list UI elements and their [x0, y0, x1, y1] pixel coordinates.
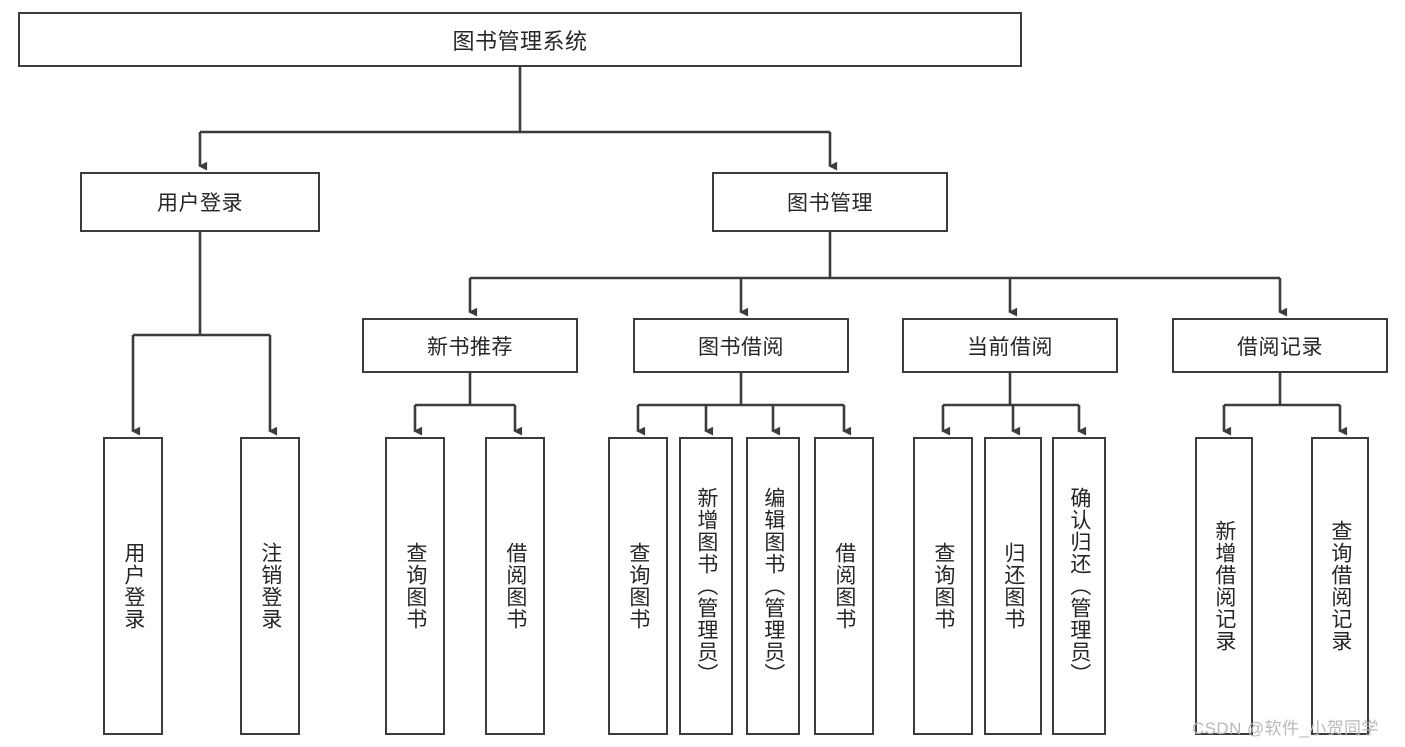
- node-leaf-confirm-return[interactable]: 确认归还（管理员）: [1052, 437, 1106, 735]
- node-leaf-add-book-label: 新增图书（管理员）: [694, 487, 718, 685]
- node-leaf-query-book-2[interactable]: 查询图书: [608, 437, 668, 735]
- node-leaf-return-book[interactable]: 归还图书: [984, 437, 1042, 735]
- node-leaf-user-login-label: 用户登录: [121, 542, 145, 630]
- node-leaf-query-book-3[interactable]: 查询图书: [913, 437, 973, 735]
- node-leaf-confirm-return-label: 确认归还（管理员）: [1067, 487, 1091, 685]
- node-leaf-add-record[interactable]: 新增借阅记录: [1195, 437, 1253, 735]
- node-leaf-query-book-1-label: 查询图书: [403, 542, 427, 630]
- node-current-borrow[interactable]: 当前借阅: [902, 318, 1118, 373]
- node-leaf-edit-book-label: 编辑图书（管理员）: [761, 487, 785, 685]
- node-leaf-edit-book[interactable]: 编辑图书（管理员）: [746, 437, 800, 735]
- node-leaf-add-book[interactable]: 新增图书（管理员）: [679, 437, 733, 735]
- node-leaf-borrow-book-1-label: 借阅图书: [503, 542, 527, 630]
- node-borrow-record[interactable]: 借阅记录: [1172, 318, 1388, 373]
- node-leaf-logout-label: 注销登录: [258, 542, 282, 630]
- node-leaf-return-book-label: 归还图书: [1001, 542, 1025, 630]
- node-borrow-record-label: 借阅记录: [1237, 335, 1323, 359]
- node-new-book-rec[interactable]: 新书推荐: [362, 318, 578, 373]
- node-leaf-logout[interactable]: 注销登录: [240, 437, 300, 735]
- node-book-manage[interactable]: 图书管理: [712, 172, 948, 232]
- node-root[interactable]: 图书管理系统: [18, 12, 1022, 67]
- node-book-borrow-label: 图书借阅: [698, 335, 784, 359]
- node-user-login[interactable]: 用户登录: [80, 172, 320, 232]
- watermark: CSDN @软件_小贺同学: [1192, 719, 1379, 738]
- node-book-borrow[interactable]: 图书借阅: [633, 318, 849, 373]
- node-leaf-add-record-label: 新增借阅记录: [1212, 520, 1236, 652]
- node-leaf-query-book-2-label: 查询图书: [626, 542, 650, 630]
- node-leaf-borrow-book-2-label: 借阅图书: [832, 542, 856, 630]
- node-leaf-borrow-book-1[interactable]: 借阅图书: [485, 437, 545, 735]
- node-leaf-query-record-label: 查询借阅记录: [1328, 520, 1352, 652]
- node-root-label: 图书管理系统: [452, 28, 588, 54]
- node-leaf-query-record[interactable]: 查询借阅记录: [1311, 437, 1369, 735]
- node-leaf-borrow-book-2[interactable]: 借阅图书: [814, 437, 874, 735]
- node-leaf-query-book-1[interactable]: 查询图书: [385, 437, 445, 735]
- node-user-login-label: 用户登录: [157, 192, 243, 215]
- node-book-manage-label: 图书管理: [787, 192, 873, 215]
- node-current-borrow-label: 当前借阅: [967, 335, 1053, 359]
- node-leaf-query-book-3-label: 查询图书: [931, 542, 955, 630]
- node-new-book-rec-label: 新书推荐: [427, 335, 513, 359]
- node-leaf-user-login[interactable]: 用户登录: [103, 437, 163, 735]
